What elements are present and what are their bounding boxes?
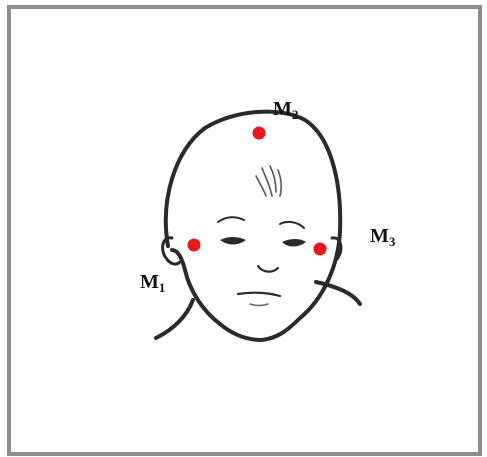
marker-m1 <box>188 239 201 252</box>
left-shoulder <box>156 300 193 338</box>
right-eyebrow <box>280 222 304 228</box>
right-eye <box>282 239 306 247</box>
marker-m2 <box>253 127 266 140</box>
label-m2: M2 <box>273 98 298 122</box>
nose <box>258 266 278 272</box>
mouth <box>238 293 280 296</box>
hair-strands <box>256 166 281 196</box>
chin-line <box>250 304 268 306</box>
left-eye <box>220 237 246 245</box>
marker-m3 <box>314 243 327 256</box>
label-m3: M3 <box>370 225 396 249</box>
label-m1: M1 <box>140 271 165 295</box>
left-eyebrow <box>218 217 244 222</box>
